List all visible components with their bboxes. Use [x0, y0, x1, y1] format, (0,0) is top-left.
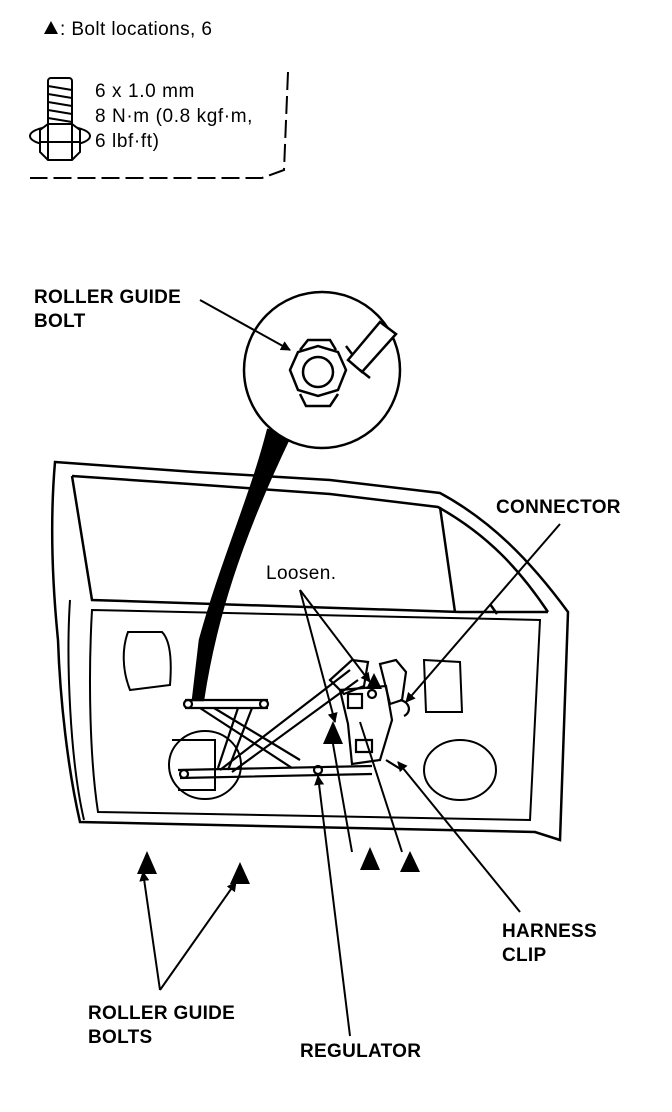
door-shell [50, 460, 570, 842]
arrow-roller-guide-bolts-2 [159, 881, 237, 991]
arrow-regulator [314, 775, 351, 1037]
regulator-mechanism [177, 658, 410, 780]
label-loosen: Loosen. [266, 563, 337, 584]
spec-torque-metric: 8 N·m (0.8 kgf·m, [95, 106, 253, 127]
label-harness-clip-line2: CLIP [502, 945, 547, 966]
bolt-marker-4 [360, 847, 380, 870]
spec-box-frame [30, 71, 289, 179]
label-roller-guide-bolt-line1: ROLLER GUIDE [34, 287, 182, 308]
bolt-marker-6 [366, 673, 382, 689]
bolt-location-markers [137, 673, 420, 884]
bolt-marker-5 [400, 851, 420, 872]
door-inner-panel [67, 599, 542, 822]
legend-bolt-locations: : Bolt locations, 6 [44, 18, 212, 41]
triangle-marker-icon [44, 21, 58, 34]
bolt-marker-2 [230, 862, 250, 884]
legend-bolt-locations-text: : Bolt locations, 6 [60, 19, 213, 40]
bolt-icon [29, 77, 91, 161]
label-roller-guide-bolt-line2: BOLT [34, 311, 86, 332]
arrow-loosen-1 [299, 589, 371, 683]
leader-arrows [139, 299, 561, 1037]
spec-torque-imperial: 6 lbf·ft) [95, 131, 160, 152]
leader-bolt-4 [359, 721, 403, 853]
arrow-loosen-2 [299, 589, 338, 723]
bolt-marker-3 [323, 721, 343, 744]
leader-bolt-3 [332, 743, 353, 853]
label-regulator: REGULATOR [300, 1041, 422, 1062]
arrow-harness-clip [397, 761, 521, 913]
arrow-roller-guide-bolts-1 [139, 871, 161, 991]
label-harness-clip-line1: HARNESS [502, 921, 598, 942]
label-roller-guide-bolts-line1: ROLLER GUIDE [88, 1003, 236, 1024]
label-connector: CONNECTOR [496, 497, 621, 518]
roller-guide-bolt-detail [191, 290, 402, 702]
label-roller-guide-bolts-line2: BOLTS [88, 1027, 153, 1048]
arrow-roller-guide-bolt [199, 299, 291, 351]
spec-thread-size: 6 x 1.0 mm [95, 81, 195, 102]
arrow-connector [405, 523, 561, 703]
bolt-marker-1 [137, 851, 157, 874]
